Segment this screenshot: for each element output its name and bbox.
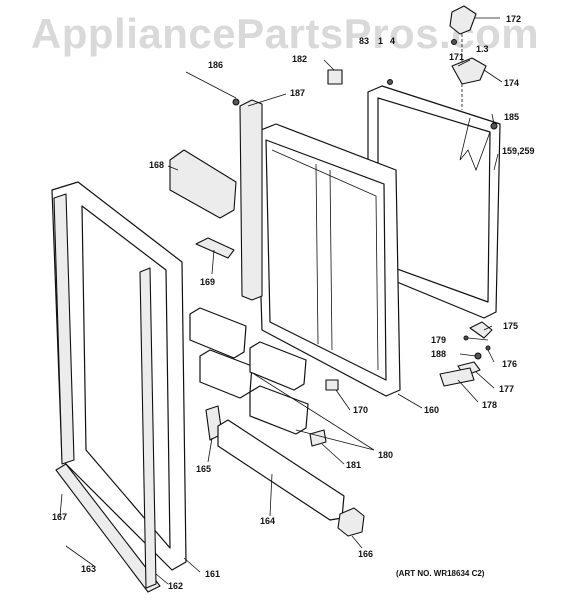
- inner-door-liner: [255, 123, 401, 397]
- callout-159-259: 159,259: [502, 146, 535, 156]
- callout-187: 187: [290, 88, 306, 98]
- bin-end-cap: [337, 507, 365, 537]
- callout-1-3: 1.3: [476, 44, 489, 54]
- callout-185: 185: [504, 112, 520, 122]
- callout-163: 163: [81, 564, 97, 574]
- gasket-strip-bottom: [55, 463, 161, 593]
- door-gasket: [51, 181, 187, 571]
- callout-188: 188: [431, 349, 447, 359]
- callout-83: 83: [359, 36, 370, 46]
- callout-167: 167: [52, 512, 68, 522]
- callout-174: 174: [504, 78, 520, 88]
- callout-169: 169: [200, 277, 216, 287]
- callout-181: 181: [346, 460, 362, 470]
- outer-door-panel: [367, 85, 501, 319]
- gasket-strip-right: [139, 267, 157, 589]
- callout-166: 166: [358, 549, 374, 559]
- callout-168: 168: [149, 160, 165, 170]
- screw-83: [387, 79, 393, 85]
- callout-172: 172: [506, 14, 522, 24]
- gasket-strip-left: [53, 193, 75, 465]
- part-176: [485, 345, 491, 351]
- screw-179: [463, 335, 469, 341]
- callout-1: 1: [378, 36, 384, 46]
- callout-165: 165: [196, 464, 212, 474]
- screw-186: [232, 98, 240, 106]
- callout-171: 171: [449, 52, 465, 62]
- callout-186: 186: [208, 60, 224, 70]
- part-181: [309, 429, 327, 447]
- bracket-178: [439, 367, 475, 387]
- screw-13: [451, 39, 457, 45]
- part-170: [325, 379, 339, 391]
- callout-170: 170: [353, 405, 369, 415]
- callout-179: 179: [431, 335, 447, 345]
- dairy-handle: [195, 237, 235, 259]
- callout-178: 178: [482, 400, 498, 410]
- callout-182: 182: [292, 54, 308, 64]
- door-bins: [189, 307, 309, 435]
- callout-160: 160: [424, 405, 440, 415]
- side-strip: [239, 99, 263, 301]
- leader-lines: [59, 17, 503, 585]
- callout-4: 4: [390, 36, 396, 46]
- callout-161: 161: [205, 569, 221, 579]
- callout-180: 180: [378, 450, 394, 460]
- callout-162: 162: [168, 581, 184, 591]
- callout-177: 177: [499, 384, 515, 394]
- clip-182: [327, 69, 343, 85]
- callout-164: 164: [260, 516, 276, 526]
- hinge-175: [469, 321, 493, 339]
- callout-175: 175: [503, 321, 519, 331]
- art-number: (ART NO. WR18634 C2): [396, 569, 485, 578]
- callout-176: 176: [502, 359, 518, 369]
- dairy-door: [169, 149, 237, 219]
